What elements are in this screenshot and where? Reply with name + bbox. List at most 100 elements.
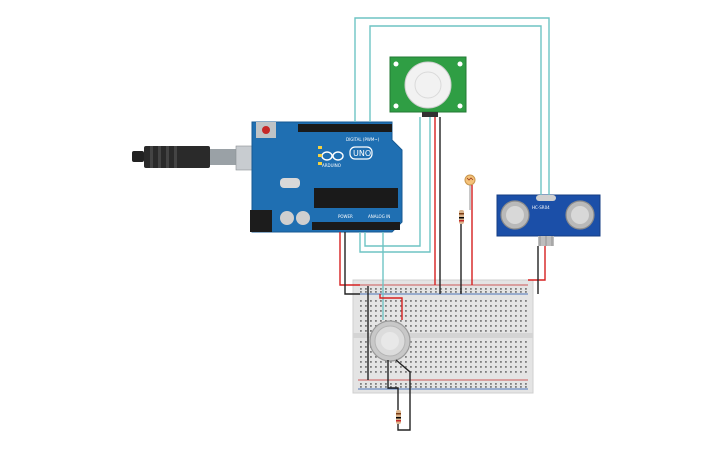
breadboard-hole[interactable] (480, 351, 482, 353)
breadboard-hole[interactable] (450, 366, 452, 368)
breadboard-hole[interactable] (465, 315, 467, 317)
breadboard-hole[interactable] (370, 351, 372, 353)
breadboard-hole[interactable] (400, 288, 402, 290)
breadboard-hole[interactable] (515, 366, 517, 368)
breadboard-hole[interactable] (515, 371, 517, 373)
breadboard-hole[interactable] (505, 366, 507, 368)
breadboard-hole[interactable] (475, 366, 477, 368)
breadboard-hole[interactable] (435, 383, 437, 385)
breadboard-hole[interactable] (520, 366, 522, 368)
breadboard-hole[interactable] (380, 288, 382, 290)
breadboard-hole[interactable] (475, 383, 477, 385)
breadboard-hole[interactable] (495, 291, 497, 293)
breadboard-hole[interactable] (390, 383, 392, 385)
breadboard-hole[interactable] (485, 386, 487, 388)
breadboard-hole[interactable] (435, 371, 437, 373)
breadboard-hole[interactable] (460, 386, 462, 388)
breadboard-hole[interactable] (460, 356, 462, 358)
breadboard-hole[interactable] (435, 288, 437, 290)
breadboard-hole[interactable] (450, 356, 452, 358)
breadboard-hole[interactable] (420, 383, 422, 385)
breadboard-hole[interactable] (365, 366, 367, 368)
breadboard-hole[interactable] (370, 315, 372, 317)
breadboard-hole[interactable] (480, 386, 482, 388)
breadboard-hole[interactable] (460, 366, 462, 368)
breadboard-hole[interactable] (425, 315, 427, 317)
breadboard-hole[interactable] (495, 330, 497, 332)
breadboard-hole[interactable] (400, 366, 402, 368)
breadboard-hole[interactable] (415, 361, 417, 363)
breadboard-hole[interactable] (500, 288, 502, 290)
breadboard-hole[interactable] (460, 341, 462, 343)
breadboard-hole[interactable] (385, 300, 387, 302)
breadboard-hole[interactable] (365, 305, 367, 307)
breadboard-hole[interactable] (475, 386, 477, 388)
breadboard-hole[interactable] (405, 386, 407, 388)
breadboard-hole[interactable] (370, 330, 372, 332)
breadboard-hole[interactable] (525, 291, 527, 293)
breadboard-hole[interactable] (480, 346, 482, 348)
breadboard-hole[interactable] (470, 383, 472, 385)
breadboard-hole[interactable] (455, 361, 457, 363)
breadboard-hole[interactable] (475, 291, 477, 293)
breadboard-hole[interactable] (500, 315, 502, 317)
breadboard-hole[interactable] (360, 346, 362, 348)
breadboard-hole[interactable] (405, 361, 407, 363)
breadboard-hole[interactable] (485, 330, 487, 332)
photoresistor[interactable] (464, 174, 476, 186)
breadboard-hole[interactable] (515, 300, 517, 302)
breadboard-hole[interactable] (435, 356, 437, 358)
breadboard-hole[interactable] (370, 300, 372, 302)
breadboard-hole[interactable] (360, 325, 362, 327)
breadboard-hole[interactable] (455, 356, 457, 358)
breadboard-hole[interactable] (365, 330, 367, 332)
breadboard-hole[interactable] (425, 291, 427, 293)
breadboard-hole[interactable] (450, 383, 452, 385)
breadboard-hole[interactable] (450, 330, 452, 332)
breadboard-hole[interactable] (485, 320, 487, 322)
breadboard-hole[interactable] (495, 386, 497, 388)
breadboard-hole[interactable] (420, 320, 422, 322)
breadboard-hole[interactable] (470, 315, 472, 317)
breadboard-hole[interactable] (405, 310, 407, 312)
gas-sensor[interactable] (369, 320, 411, 362)
breadboard-hole[interactable] (385, 366, 387, 368)
breadboard-hole[interactable] (470, 361, 472, 363)
breadboard-hole[interactable] (360, 366, 362, 368)
breadboard-hole[interactable] (520, 386, 522, 388)
breadboard-hole[interactable] (525, 341, 527, 343)
breadboard-hole[interactable] (435, 341, 437, 343)
breadboard-hole[interactable] (475, 361, 477, 363)
breadboard-hole[interactable] (410, 361, 412, 363)
breadboard-hole[interactable] (380, 315, 382, 317)
breadboard-hole[interactable] (520, 371, 522, 373)
breadboard-hole[interactable] (435, 366, 437, 368)
breadboard-hole[interactable] (495, 325, 497, 327)
breadboard-hole[interactable] (460, 300, 462, 302)
breadboard-hole[interactable] (360, 310, 362, 312)
breadboard-hole[interactable] (415, 371, 417, 373)
breadboard-hole[interactable] (375, 383, 377, 385)
breadboard-hole[interactable] (445, 371, 447, 373)
breadboard-hole[interactable] (415, 300, 417, 302)
breadboard-hole[interactable] (490, 386, 492, 388)
breadboard-hole[interactable] (485, 383, 487, 385)
breadboard-hole[interactable] (475, 305, 477, 307)
breadboard-hole[interactable] (520, 288, 522, 290)
breadboard-hole[interactable] (440, 291, 442, 293)
breadboard-hole[interactable] (485, 315, 487, 317)
breadboard-hole[interactable] (420, 386, 422, 388)
breadboard-hole[interactable] (445, 351, 447, 353)
breadboard-hole[interactable] (510, 341, 512, 343)
breadboard-hole[interactable] (490, 291, 492, 293)
breadboard-hole[interactable] (440, 330, 442, 332)
breadboard-hole[interactable] (510, 383, 512, 385)
breadboard-hole[interactable] (415, 341, 417, 343)
breadboard-hole[interactable] (440, 356, 442, 358)
breadboard-hole[interactable] (525, 310, 527, 312)
breadboard-hole[interactable] (465, 346, 467, 348)
breadboard-hole[interactable] (380, 386, 382, 388)
breadboard-hole[interactable] (395, 320, 397, 322)
breadboard-hole[interactable] (430, 330, 432, 332)
breadboard-hole[interactable] (410, 383, 412, 385)
